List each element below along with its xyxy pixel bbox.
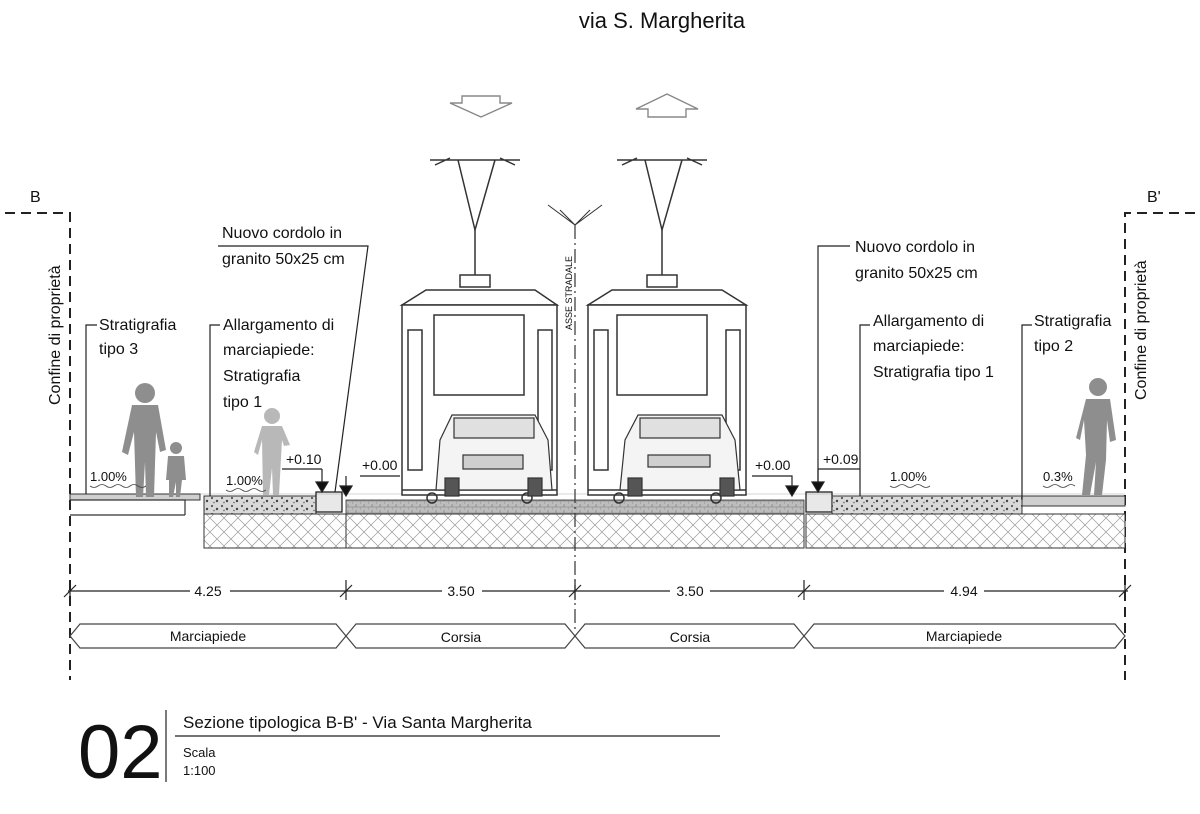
elevation-markers: [282, 468, 860, 498]
dimension-label-4: 4.94: [950, 583, 977, 599]
annotation-right-kerb-line-1: Nuovo cordolo in: [855, 239, 975, 256]
annotation-left-widen-line-4: tipo 1: [223, 394, 262, 411]
annotation-right-widen-line-3: Stratigrafia tipo 1: [873, 364, 994, 381]
annotation-left-strat: Stratigrafia tipo 3: [99, 317, 176, 358]
road-axis: ASSE STRADALE: [547, 204, 603, 630]
annotation-right-strat: Stratigrafia tipo 2: [1034, 313, 1111, 355]
car-right: [619, 414, 741, 497]
annotation-left-widen: Allargamento di marciapiede: Stratigrafi…: [223, 317, 334, 411]
title-block-title: Sezione tipologica B-B' - Via Santa Marg…: [183, 713, 532, 732]
elevation-label-3: +0.00: [755, 457, 791, 473]
title-block-number: 02: [78, 710, 163, 795]
elevation-label-1: +0.10: [286, 451, 322, 467]
annotation-right-widen-line-1: Allargamento di: [873, 313, 984, 330]
annotation-right-widen: Allargamento di marciapiede: Stratigrafi…: [873, 313, 994, 381]
slope-underlines: [89, 484, 1076, 492]
slope-label-4: 0.3%: [1043, 469, 1073, 484]
annotation-left-widen-line-1: Allargamento di: [223, 317, 334, 334]
annotation-left-widen-line-2: marciapiede:: [223, 342, 315, 359]
elevation-label-4: +0.09: [823, 451, 859, 467]
dimension-label-2: 3.50: [447, 583, 474, 599]
zone-label-1: Marciapiede: [170, 628, 246, 644]
section-mark-right-label: B': [1147, 189, 1161, 206]
zone-label-3: Corsia: [670, 629, 711, 645]
slope-label-1: 1.00%: [90, 469, 127, 484]
car-left: [435, 414, 553, 497]
annotation-right-strat-line-2: tipo 2: [1034, 338, 1073, 355]
property-line-label-left: Confine di proprietà: [47, 265, 64, 405]
annotation-right-kerb-line-2: granito 50x25 cm: [855, 265, 978, 282]
pavement-layers: [69, 491, 1126, 549]
zone-label-4: Marciapiede: [926, 628, 1002, 644]
property-line-label-right: Confine di proprietà: [1133, 260, 1150, 400]
dimension-label-3: 3.50: [676, 583, 703, 599]
title-block-scale-value: 1:100: [183, 763, 216, 778]
leader-lines: [85, 245, 1032, 500]
section-mark-left-label: B: [30, 189, 41, 206]
annotation-right-strat-line-1: Stratigrafia: [1034, 313, 1111, 330]
dimension-label-1: 4.25: [194, 583, 221, 599]
direction-down-arrow-icon: [449, 95, 513, 118]
annotation-left-kerb: Nuovo cordolo in granito 50x25 cm: [222, 225, 345, 268]
pedestrian-child-icon: [166, 442, 186, 497]
road-axis-label: ASSE STRADALE: [564, 256, 574, 330]
section-mark-right: B': [1124, 189, 1195, 680]
slope-label-2: 1.00%: [226, 473, 263, 488]
zone-label-2: Corsia: [441, 629, 482, 645]
pedestrian-faded-icon: [254, 408, 290, 495]
section-mark-left: B: [5, 189, 71, 680]
title-block-scale-label: Scala: [183, 745, 216, 760]
annotation-left-strat-line-2: tipo 3: [99, 341, 138, 358]
slope-label-3: 1.00%: [890, 469, 927, 484]
drawing-title: via S. Margherita: [579, 8, 746, 33]
annotation-left-kerb-line-1: Nuovo cordolo in: [222, 225, 342, 242]
annotation-left-widen-line-3: Stratigrafia: [223, 368, 300, 385]
pedestrian-adult-icon: [122, 383, 166, 497]
annotation-right-widen-line-2: marciapiede:: [873, 338, 965, 355]
pedestrian-right-icon: [1076, 378, 1116, 495]
elevation-label-2: +0.00: [362, 457, 398, 473]
zone-band: [69, 623, 1126, 649]
annotation-left-kerb-line-2: granito 50x25 cm: [222, 251, 345, 268]
direction-up-arrow-icon: [635, 93, 699, 118]
annotation-left-strat-line-1: Stratigrafia: [99, 317, 176, 334]
title-block: 02 Sezione tipologica B-B' - Via Santa M…: [78, 710, 720, 795]
annotation-right-kerb: Nuovo cordolo in granito 50x25 cm: [855, 239, 978, 282]
